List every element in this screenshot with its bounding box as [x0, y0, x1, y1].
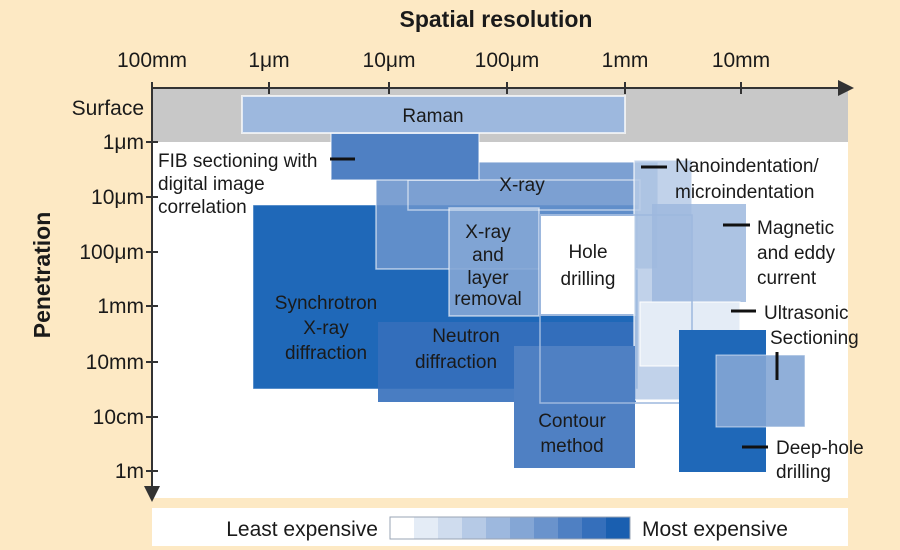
hole-drilling-label: drilling — [561, 269, 616, 290]
y-tick-label: 1μm — [103, 131, 144, 154]
x-tick-label: 10μm — [363, 49, 416, 72]
y-tick-label: 100μm — [79, 241, 144, 264]
fib-label: digital image — [158, 174, 265, 195]
neutron-label: diffraction — [415, 352, 497, 373]
sectioning-label: Sectioning — [770, 328, 859, 349]
y-ticks: Surface 1μm 10μm 100μm 1mm 10mm 10cm 1m — [72, 97, 158, 483]
magnetic-box — [652, 204, 746, 302]
fib-box — [330, 132, 480, 181]
legend-swatch — [390, 517, 415, 539]
magnetic-label: current — [757, 268, 817, 289]
contour-box — [514, 346, 635, 468]
legend-scale — [390, 517, 631, 539]
xray-layer-label: layer — [467, 268, 509, 289]
legend-swatch — [534, 517, 559, 539]
hole-drilling-box — [539, 214, 636, 316]
deephole-label: drilling — [776, 462, 831, 483]
synchrotron-label: Synchrotron — [275, 293, 377, 314]
legend-swatch — [510, 517, 535, 539]
legend-swatch — [558, 517, 583, 539]
legend-swatch — [582, 517, 607, 539]
y-tick-label: Surface — [72, 97, 144, 120]
legend-swatch — [438, 517, 463, 539]
raman-box — [241, 95, 626, 134]
neutron-label: Neutron — [432, 326, 500, 347]
legend-swatch — [414, 517, 439, 539]
legend-least-label: Least expensive — [226, 518, 378, 541]
y-tick-label: 10μm — [91, 186, 144, 209]
contour-label: Contour — [538, 411, 606, 432]
fib-label: correlation — [158, 197, 247, 218]
synchrotron-label: diffraction — [285, 343, 367, 364]
contour-outline — [539, 214, 693, 404]
x-tick-label: 10mm — [712, 49, 770, 72]
contour-label: method — [540, 436, 603, 457]
xray-layer-label: X-ray — [465, 222, 511, 243]
y-tick-label: 1m — [115, 460, 144, 483]
x-tick-label: 1mm — [602, 49, 649, 72]
legend-swatch — [486, 517, 511, 539]
deephole-label: Deep-hole — [776, 438, 864, 459]
legend-most-label: Most expensive — [642, 518, 788, 541]
hole-drilling-label: Hole — [568, 242, 607, 263]
xray-layer-label: removal — [454, 289, 522, 310]
legend-scale-border — [389, 516, 631, 540]
chart-title: Spatial resolution — [400, 6, 593, 32]
x-tick-label: 100μm — [475, 49, 540, 72]
magnetic-label: and eddy — [757, 243, 836, 264]
x-tick-label: 1μm — [248, 49, 289, 72]
sectioning-box — [715, 354, 806, 428]
fib-label: FIB sectioning with — [158, 151, 317, 172]
y-axis-title: Penetration — [29, 212, 55, 339]
y-tick-label: 10mm — [86, 351, 144, 374]
x-tick-label: 100mm — [117, 49, 187, 72]
raman-label: Raman — [402, 106, 463, 127]
xray-label: X-ray — [499, 175, 545, 196]
y-tick-label: 1mm — [97, 295, 144, 318]
y-tick-label: 10cm — [93, 406, 144, 429]
magnetic-label: Magnetic — [757, 218, 834, 239]
legend-swatch — [462, 517, 487, 539]
nano-label: Nanoindentation/ — [675, 156, 819, 177]
legend-swatch — [606, 517, 631, 539]
synchrotron-label: X-ray — [303, 318, 349, 339]
ultrasonic-label: Ultrasonic — [764, 303, 848, 324]
x-ticks: 100mm 1μm 10μm 100μm 1mm 10mm — [117, 49, 770, 94]
nano-label: microindentation — [675, 182, 814, 203]
xray-layer-label: and — [472, 245, 504, 266]
xray-layer-box — [448, 207, 540, 317]
